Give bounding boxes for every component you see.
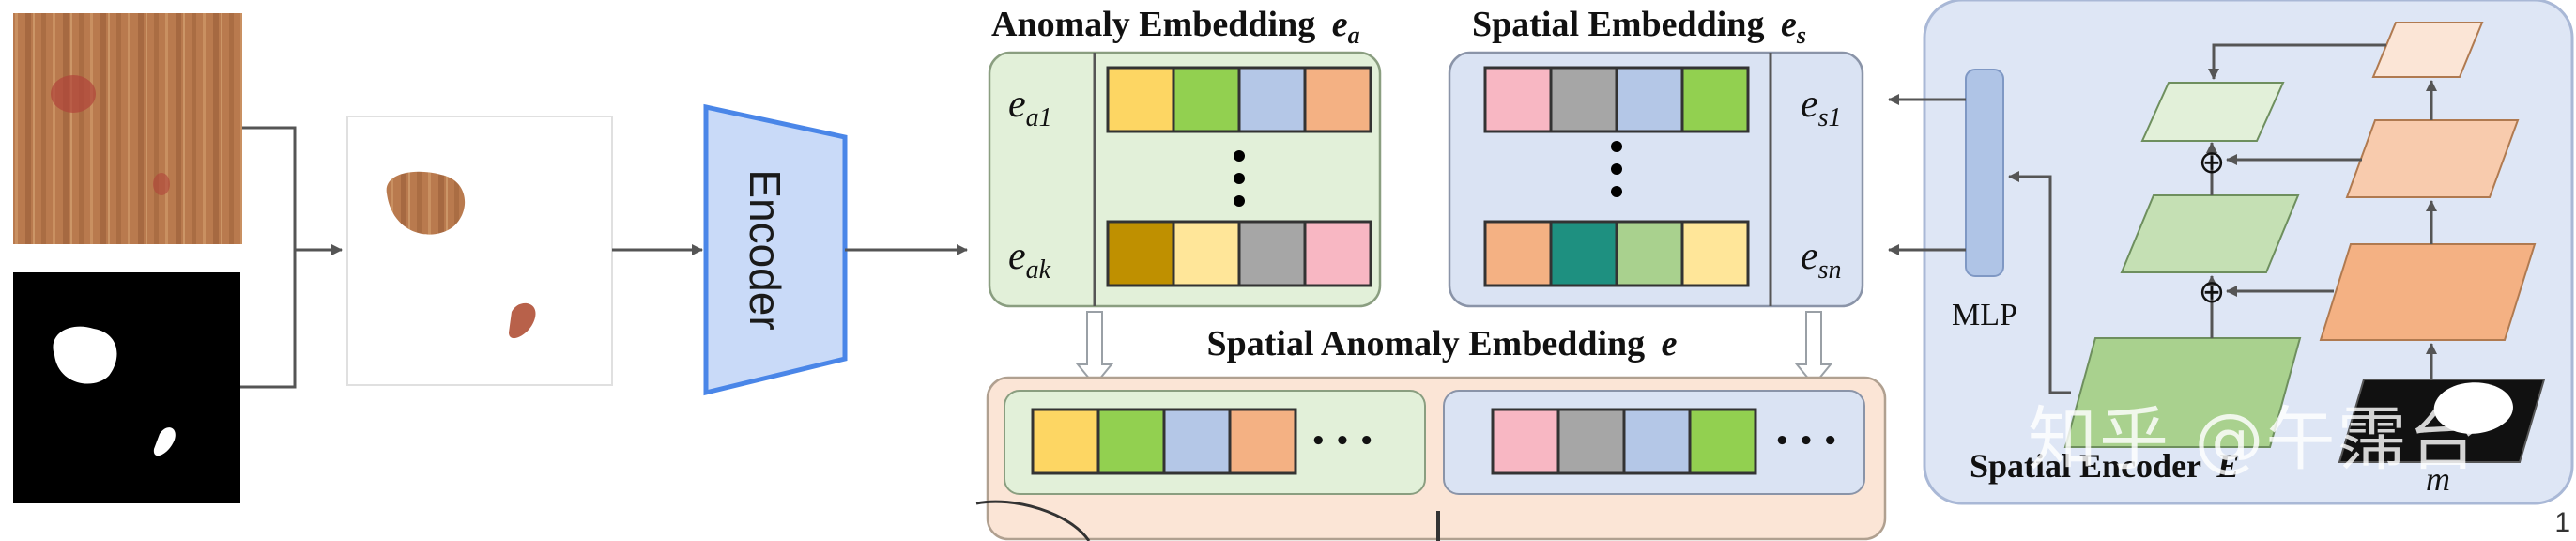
encoder-level-3: [2063, 337, 2302, 448]
spatial-embedding-panel: es1 esn: [1448, 51, 1864, 308]
vertical-ellipsis-dot: [1234, 150, 1245, 162]
row-label-esn: esn: [1801, 235, 1842, 285]
anomaly-embedding-panel: ea1 eak: [988, 51, 1382, 308]
mlp-label: MLP: [1952, 298, 2017, 332]
anomaly-spot: [51, 75, 96, 113]
embedding-cell: [1172, 66, 1241, 133]
masked-anomaly-image: [346, 116, 613, 386]
encoder-level-2: [2120, 194, 2300, 273]
embedding-cell: [1680, 220, 1750, 287]
embedding-cell: [1106, 66, 1175, 133]
vertical-ellipsis-dot: [1234, 195, 1245, 207]
embedding-cell: [1615, 66, 1684, 133]
encoder-level-1: [2140, 82, 2285, 142]
spatial-encoder-panel: MLP ⊕ ⊕ Spatial Encoder E: [1888, 0, 2574, 505]
embedding-cell: [1172, 220, 1241, 287]
embedding-cell: [1483, 220, 1553, 287]
vertical-ellipsis-dot: [1611, 163, 1622, 175]
sae-cell: [1491, 408, 1560, 475]
embedding-cell: [1549, 220, 1618, 287]
spatial-encoder-label: Spatial Encoder E: [1970, 447, 2239, 485]
row-label-es1: es1: [1801, 83, 1842, 132]
row-label-eak: eak: [1008, 235, 1051, 285]
mask-blob-small: [153, 427, 176, 456]
encoder-block: Encoder: [703, 103, 848, 396]
decoder-level-3: [2319, 243, 2537, 341]
decoder-level-2: [2345, 119, 2520, 198]
vertical-ellipsis-dot: [1611, 141, 1622, 152]
embedding-cell: [1237, 66, 1307, 133]
sae-cell: [1688, 408, 1757, 475]
sae-cell: [1096, 408, 1166, 475]
mask-input-blob: [2433, 382, 2513, 434]
anomaly-spot-small: [153, 173, 170, 195]
mask-image: [13, 272, 240, 503]
spatial-anomaly-embedding-panel: • • • • • •: [975, 376, 1887, 541]
embedding-cell: [1680, 66, 1750, 133]
sae-cell: [1228, 408, 1297, 475]
input-image-group: [13, 13, 242, 503]
encoder-label: Encoder: [741, 169, 790, 330]
sae-cell: [1162, 408, 1232, 475]
spatial-anomaly-embedding-title: Spatial Anomaly Embedding e: [1206, 324, 1677, 363]
vertical-ellipsis-dot: [1611, 186, 1622, 197]
horizontal-ellipsis-left: • • •: [1311, 427, 1374, 456]
embedding-cell: [1549, 66, 1618, 133]
decoder-level-1: [2371, 22, 2484, 78]
embedding-cell: [1615, 220, 1684, 287]
encoder-to-mlp-arrow: [2008, 171, 2071, 394]
spatial-embedding-title: Spatial Embedding es: [1472, 5, 1806, 49]
page-number: 1: [2554, 507, 2570, 538]
embedding-cell: [1106, 220, 1175, 287]
sae-cell: [1622, 408, 1692, 475]
sae-cell: [1556, 408, 1626, 475]
top-feedback-arrow: [2208, 43, 2386, 80]
embedding-cell: [1237, 220, 1307, 287]
sae-cell: [1031, 408, 1100, 475]
pen-scribble: [975, 500, 1091, 541]
mask-label: m: [2426, 460, 2450, 498]
anomaly-embedding-title: Anomaly Embedding ea: [991, 5, 1360, 49]
mlp-block: [1965, 69, 2004, 277]
mask-blob-large: [53, 326, 117, 384]
embedding-cell: [1483, 66, 1553, 133]
horizontal-ellipsis-right: • • •: [1774, 427, 1838, 456]
wood-texture-image: [13, 13, 242, 244]
add-operator: ⊕: [2199, 144, 2226, 181]
embedding-cell: [1303, 66, 1372, 133]
add-operator: ⊕: [2199, 273, 2226, 311]
embedding-cell: [1303, 220, 1372, 287]
input-connectors: [240, 126, 343, 389]
vertical-ellipsis-dot: [1234, 173, 1245, 184]
row-label-ea1: ea1: [1008, 83, 1052, 132]
down-arrows: [1075, 311, 1833, 387]
watermark: 知乎 @午霈台: [2028, 399, 2480, 480]
